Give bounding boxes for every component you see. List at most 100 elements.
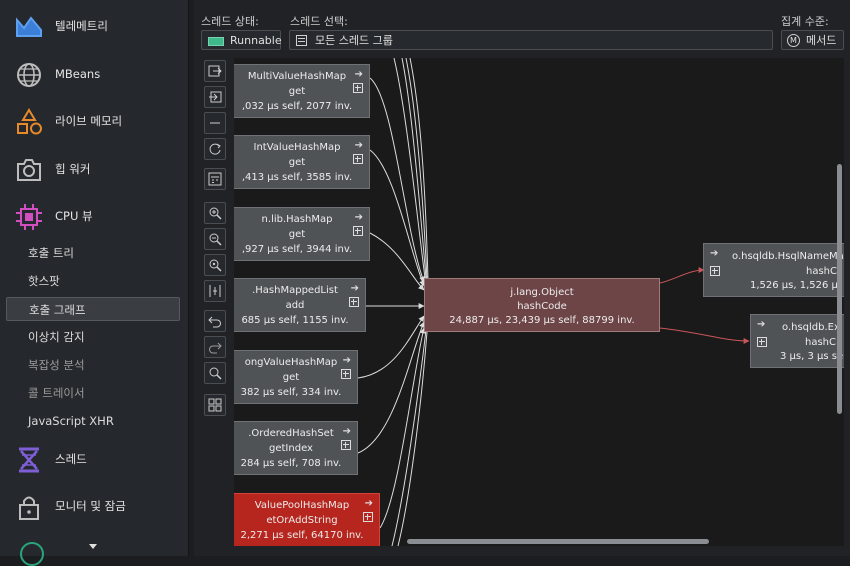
expand-incoming-button[interactable] — [204, 86, 226, 108]
arrow-right-icon[interactable]: ➔ — [350, 283, 359, 294]
expand-plus-icon[interactable] — [341, 440, 351, 450]
arrow-right-icon[interactable]: ➔ — [342, 355, 351, 366]
node-stats: ,413 µs self, 3585 inv. — [241, 172, 353, 183]
expand-plus-icon[interactable] — [710, 266, 720, 276]
node-method: hashCode — [517, 301, 567, 312]
sidebar-item-call-graph[interactable]: 호출 그래프 — [6, 297, 180, 321]
undo-button[interactable] — [204, 310, 226, 332]
thread-select-label: 스레드 선택: — [290, 15, 348, 28]
node-stats: 2,271 µs self, 64170 inv. — [240, 530, 364, 541]
sidebar: 텔레메트리 MBeans 라이브 메모리 힙 워커 CPU 뷰 호출 트리 핫스… — [0, 0, 189, 566]
expand-plus-icon[interactable] — [363, 512, 373, 522]
thread-select-dropdown[interactable]: 모든 스레드 그룹 — [289, 30, 773, 50]
scroll-down-icon[interactable] — [89, 544, 97, 549]
zoom-out-button[interactable] — [204, 228, 226, 250]
node-stats: 382 µs self, 334 inv. — [240, 387, 342, 398]
search-icon — [209, 367, 222, 380]
expand-plus-icon[interactable] — [353, 83, 363, 93]
thread-status-label: 스레드 상태: — [201, 15, 259, 28]
call-graph-edges — [357, 58, 750, 546]
node-method: getIndex — [269, 443, 313, 454]
arrow-right-icon[interactable]: ➔ — [710, 248, 719, 259]
redo-icon — [209, 342, 222, 354]
call-node-hot[interactable]: ValuePoolHashMap etOrAddString 2,271 µs … — [234, 493, 380, 546]
vertical-scrollbar-thumb[interactable] — [837, 164, 842, 414]
sidebar-item-call-tracer[interactable]: 콜 트레이서 — [28, 386, 85, 400]
expand-plus-icon[interactable] — [757, 337, 767, 347]
zoom-reset-icon — [209, 259, 222, 272]
node-method: etOrAddString — [266, 515, 338, 526]
collapse-button[interactable] — [204, 112, 226, 134]
arrow-right-icon[interactable]: ➔ — [364, 498, 373, 509]
sidebar-section-cpu-view[interactable]: CPU 뷰 — [0, 196, 188, 236]
grid-icon — [208, 398, 222, 412]
node-class: IntValueHashMap — [253, 142, 341, 153]
runnable-swatch — [208, 37, 224, 46]
node-class: o.hsqldb.Ex — [782, 322, 840, 333]
zoom-reset-button[interactable] — [204, 254, 226, 276]
node-method: hashC — [805, 337, 836, 348]
node-method: get — [282, 372, 300, 383]
call-node[interactable]: n.lib.HashMap get ,927 µs self, 3944 inv… — [234, 207, 370, 261]
call-node[interactable]: .HashMappedList add 685 µs self, 1155 in… — [234, 278, 366, 332]
zoom-out-icon — [209, 233, 222, 246]
shapes-icon — [14, 107, 46, 137]
call-node[interactable]: MultiValueHashMap get ,032 µs self, 2077… — [234, 64, 370, 118]
arrow-right-icon[interactable]: ➔ — [342, 426, 351, 437]
redo-button[interactable] — [204, 336, 226, 358]
node-class: MultiValueHashMap — [247, 71, 347, 82]
sidebar-item-call-tree[interactable]: 호출 트리 — [28, 246, 74, 260]
node-class: n.lib.HashMap — [261, 214, 333, 225]
call-node[interactable]: ➔ o.hsqldb.Ex hashC 3 µs, 3 µs se — [750, 314, 844, 368]
sidebar-item-javascript-xhr[interactable]: JavaScript XHR — [28, 414, 114, 428]
node-class: .HashMappedList — [252, 285, 338, 296]
node-stats: 685 µs self, 1155 inv. — [241, 315, 349, 326]
camera-icon — [14, 155, 46, 185]
sidebar-item-complexity-analysis[interactable]: 복잡성 분석 — [28, 358, 85, 372]
find-button[interactable] — [204, 362, 226, 384]
sidebar-section-heap-walker[interactable]: 힙 워커 — [0, 149, 188, 189]
refresh-icon — [209, 143, 221, 155]
call-node[interactable]: ongValueHashMap get 382 µs self, 334 inv… — [234, 350, 358, 404]
expand-plus-icon[interactable] — [349, 297, 359, 307]
telemetry-icon — [14, 12, 46, 42]
layout-button[interactable] — [204, 168, 226, 190]
overview-button[interactable] — [204, 394, 226, 416]
lock-icon — [14, 492, 46, 522]
call-graph-canvas[interactable]: MultiValueHashMap get ,032 µs self, 2077… — [234, 58, 844, 546]
node-stats: 3 µs, 3 µs se — [780, 351, 844, 362]
sidebar-section-label: 텔레메트리 — [55, 19, 108, 33]
call-node[interactable]: ➔ o.hsqldb.HsqlNameMa hashC 1,526 µs, 1,… — [703, 243, 844, 297]
expand-plus-icon[interactable] — [353, 226, 363, 236]
arrow-right-icon[interactable]: ➔ — [354, 212, 363, 223]
undo-icon — [208, 316, 221, 328]
sidebar-section-mbeans[interactable]: MBeans — [0, 54, 188, 94]
expand-plus-icon[interactable] — [341, 369, 351, 379]
expand-plus-icon[interactable] — [353, 154, 363, 164]
sidebar-section-label: 힙 워커 — [55, 162, 91, 176]
horizontal-scrollbar-thumb[interactable] — [407, 539, 709, 544]
zoom-in-button[interactable] — [204, 202, 226, 224]
call-node[interactable]: .OrderedHashSet getIndex 284 µs self, 70… — [234, 421, 358, 475]
arrow-right-icon[interactable]: ➔ — [757, 319, 766, 330]
sidebar-section-monitors-locks[interactable]: 모니터 및 잠금 — [0, 486, 188, 526]
sidebar-section-telemetry[interactable]: 텔레메트리 — [0, 6, 188, 46]
sidebar-section-live-memory[interactable]: 라이브 메모리 — [0, 101, 188, 141]
call-node[interactable]: IntValueHashMap get ,413 µs self, 3585 i… — [234, 135, 370, 189]
refresh-button[interactable] — [204, 138, 226, 160]
method-icon: M — [787, 34, 800, 47]
node-class: ongValueHashMap — [244, 357, 338, 368]
node-class: j.lang.Object — [510, 287, 574, 298]
export-icon — [208, 65, 222, 77]
call-node-selected[interactable]: j.lang.Object hashCode 24,887 µs, 23,439… — [424, 278, 660, 332]
sidebar-item-hotspots[interactable]: 핫스팟 — [28, 274, 60, 288]
sidebar-item-outlier-detection[interactable]: 이상치 감지 — [28, 330, 85, 344]
expand-outgoing-button[interactable] — [204, 60, 226, 82]
sidebar-section-threads[interactable]: 스레드 — [0, 439, 188, 479]
thread-status-dropdown[interactable]: Runnable — [201, 30, 282, 50]
arrow-right-icon[interactable]: ➔ — [354, 69, 363, 80]
aggregation-label: 집계 수준: — [781, 15, 829, 28]
arrow-right-icon[interactable]: ➔ — [354, 140, 363, 151]
fit-width-button[interactable] — [204, 280, 226, 302]
aggregation-dropdown[interactable]: M 메서드 — [781, 30, 844, 50]
